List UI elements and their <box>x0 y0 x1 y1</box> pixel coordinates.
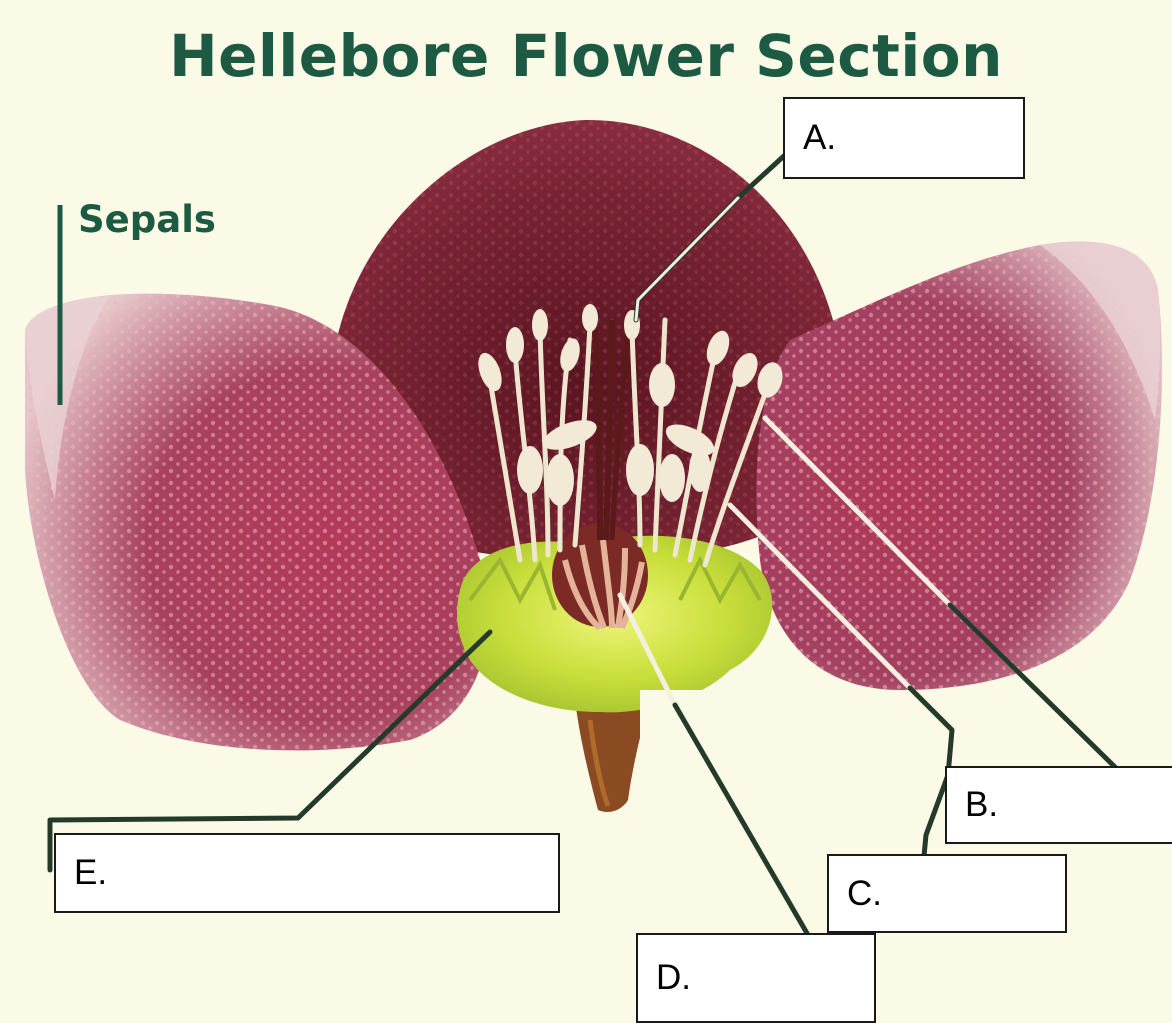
label-box-c[interactable]: C. <box>827 854 1067 933</box>
label-box-a[interactable]: A. <box>783 97 1025 179</box>
label-box-b[interactable]: B. <box>945 766 1172 844</box>
label-b-text: B. <box>965 785 998 825</box>
cropped-caption <box>305 989 314 1010</box>
page-title: Hellebore Flower Section <box>0 22 1172 90</box>
label-d-text: D. <box>656 958 691 998</box>
stem <box>575 700 650 812</box>
label-c-text: C. <box>847 874 882 914</box>
sepals-label: Sepals <box>78 198 216 241</box>
label-box-e[interactable]: E. <box>54 833 560 913</box>
label-e-text: E. <box>74 853 107 893</box>
label-a-text: A. <box>803 118 836 158</box>
